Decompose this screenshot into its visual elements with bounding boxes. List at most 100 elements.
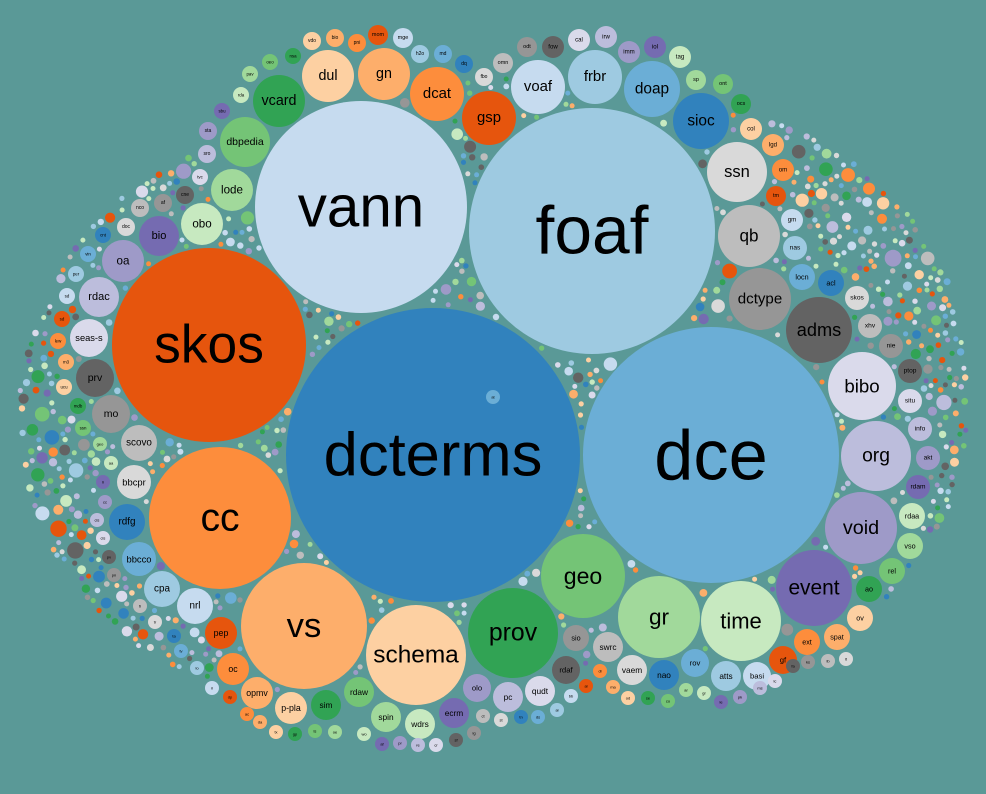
bubble-circle[interactable]	[618, 576, 700, 658]
bubble-circle[interactable]	[824, 624, 850, 650]
bubble-circle[interactable]	[149, 447, 291, 589]
bubble-circle[interactable]	[50, 333, 66, 349]
bubble-circle[interactable]	[841, 421, 911, 491]
bubble-pv[interactable]: pv	[102, 550, 116, 564]
bubble-bbcco[interactable]: bbcco	[122, 542, 156, 576]
bubble-situ[interactable]: situ	[898, 389, 922, 413]
bubble-circle[interactable]	[563, 625, 589, 651]
bubble-fow[interactable]: fow	[542, 36, 564, 58]
bubble-oeo[interactable]: oeo	[262, 54, 278, 70]
bubble-ar[interactable]: ar	[679, 683, 693, 697]
bubble-circle[interactable]	[410, 67, 464, 121]
bubble-dp[interactable]: dp	[223, 690, 237, 704]
bubble-circle[interactable]	[405, 709, 435, 739]
bubble-circle[interactable]	[595, 26, 617, 48]
bubble-circle[interactable]	[79, 277, 119, 317]
bubble-circle[interactable]	[117, 465, 151, 499]
bubble-ecrm[interactable]: ecrm	[439, 698, 469, 728]
bubble-cis[interactable]: cis	[90, 513, 104, 527]
bubble-frbr[interactable]: frbr	[568, 50, 622, 104]
bubble-rdaf[interactable]: rdaf	[552, 656, 580, 684]
bubble-irw[interactable]: irw	[595, 26, 617, 48]
bubble-tr[interactable]: tr	[148, 615, 162, 629]
bubble-circle[interactable]	[541, 534, 625, 618]
bubble-circle[interactable]	[220, 117, 270, 167]
bubble-h2o[interactable]: h2o	[411, 45, 429, 63]
bubble-circle[interactable]	[669, 46, 691, 68]
bubble-circle[interactable]	[233, 87, 249, 103]
bubble-circle[interactable]	[462, 91, 516, 145]
bubble-dcat[interactable]: dcat	[410, 67, 464, 121]
bubble-circle[interactable]	[825, 492, 897, 564]
bubble-circle[interactable]	[253, 715, 267, 729]
bubble-tn[interactable]: tn	[514, 710, 528, 724]
bubble-circle[interactable]	[617, 655, 647, 685]
bubble-nao[interactable]: nao	[649, 660, 679, 690]
bubble-pav[interactable]: pav	[242, 66, 258, 82]
bubble-olo[interactable]: olo	[463, 674, 491, 702]
bubble-circle[interactable]	[818, 270, 844, 296]
bubble-re[interactable]: re	[411, 738, 425, 752]
bubble-circle[interactable]	[308, 724, 322, 738]
bubble-circle[interactable]	[552, 656, 580, 684]
bubble-skos[interactable]: skos	[112, 248, 306, 442]
bubble-circle[interactable]	[766, 186, 786, 206]
bubble-circle[interactable]	[58, 354, 74, 370]
bubble-lgd[interactable]: lgd	[762, 134, 784, 156]
bubble-gn[interactable]: gn	[358, 48, 410, 100]
bubble-circle[interactable]	[76, 359, 114, 397]
bubble-pni[interactable]: pni	[348, 34, 366, 52]
bubble-lode[interactable]: lode	[211, 169, 253, 211]
bubble-qb[interactable]: qb	[718, 205, 780, 267]
bubble-circle[interactable]	[897, 533, 923, 559]
bubble-circle[interactable]	[131, 199, 149, 217]
bubble-od[interactable]: od	[621, 691, 635, 705]
bubble-prv[interactable]: prv	[76, 359, 114, 397]
bubble-circle[interactable]	[121, 425, 157, 461]
bubble-circle[interactable]	[80, 246, 96, 262]
bubble-circle[interactable]	[781, 209, 803, 231]
bubble-circle[interactable]	[593, 632, 623, 662]
bubble-lt[interactable]: lt	[839, 652, 853, 666]
bubble-circle[interactable]	[697, 686, 711, 700]
bubble-circle[interactable]	[714, 695, 728, 709]
bubble-circle[interactable]	[70, 398, 86, 414]
bubble-lo[interactable]: lo	[190, 661, 204, 675]
bubble-circle[interactable]	[133, 599, 147, 613]
bubble-rdam[interactable]: rdam	[906, 475, 930, 499]
bubble-col[interactable]: col	[740, 118, 762, 140]
bubble-circle[interactable]	[199, 122, 217, 140]
bubble-circle[interactable]	[302, 50, 354, 102]
bubble-circle[interactable]	[112, 248, 306, 442]
bubble-circle[interactable]	[801, 655, 815, 669]
bubble-ti[interactable]: ti	[133, 599, 147, 613]
bubble-cis[interactable]: cis	[96, 531, 110, 545]
bubble-circle[interactable]	[139, 216, 179, 256]
bubble-circle[interactable]	[740, 118, 762, 140]
bubble-circle[interactable]	[493, 53, 513, 73]
bubble-mo[interactable]: mo	[92, 395, 130, 433]
bubble-pep[interactable]: pep	[205, 617, 237, 649]
bubble-cr[interactable]: cr	[429, 738, 443, 752]
bubble-dq[interactable]: dq	[455, 55, 473, 73]
bubble-circle[interactable]	[858, 314, 882, 338]
bubble-vdo[interactable]: vdo	[303, 32, 321, 50]
bubble-bibo[interactable]: bibo	[828, 352, 896, 420]
bubble-circle[interactable]	[511, 60, 565, 114]
bubble-cne[interactable]: cne	[176, 186, 194, 204]
bubble-odt[interactable]: odt	[517, 37, 537, 57]
bubble-circle[interactable]	[109, 504, 145, 540]
bubble-dbpedia[interactable]: dbpedia	[220, 117, 270, 167]
bubble-sta[interactable]: sta	[199, 122, 217, 140]
bubble-tag[interactable]: tag	[669, 46, 691, 68]
bubble-st[interactable]: st	[494, 713, 508, 727]
bubble-cal[interactable]: cal	[568, 29, 590, 51]
bubble-oc[interactable]: oc	[217, 653, 249, 685]
bubble-da[interactable]: da	[253, 715, 267, 729]
bubble-swrc[interactable]: swrc	[593, 632, 623, 662]
bubble-mdb[interactable]: mdb	[70, 398, 86, 414]
bubble-doc[interactable]: doc	[117, 218, 135, 236]
bubble-sp[interactable]: sp	[686, 70, 706, 90]
bubble-circle[interactable]	[679, 683, 693, 697]
bubble-circle[interactable]	[517, 37, 537, 57]
